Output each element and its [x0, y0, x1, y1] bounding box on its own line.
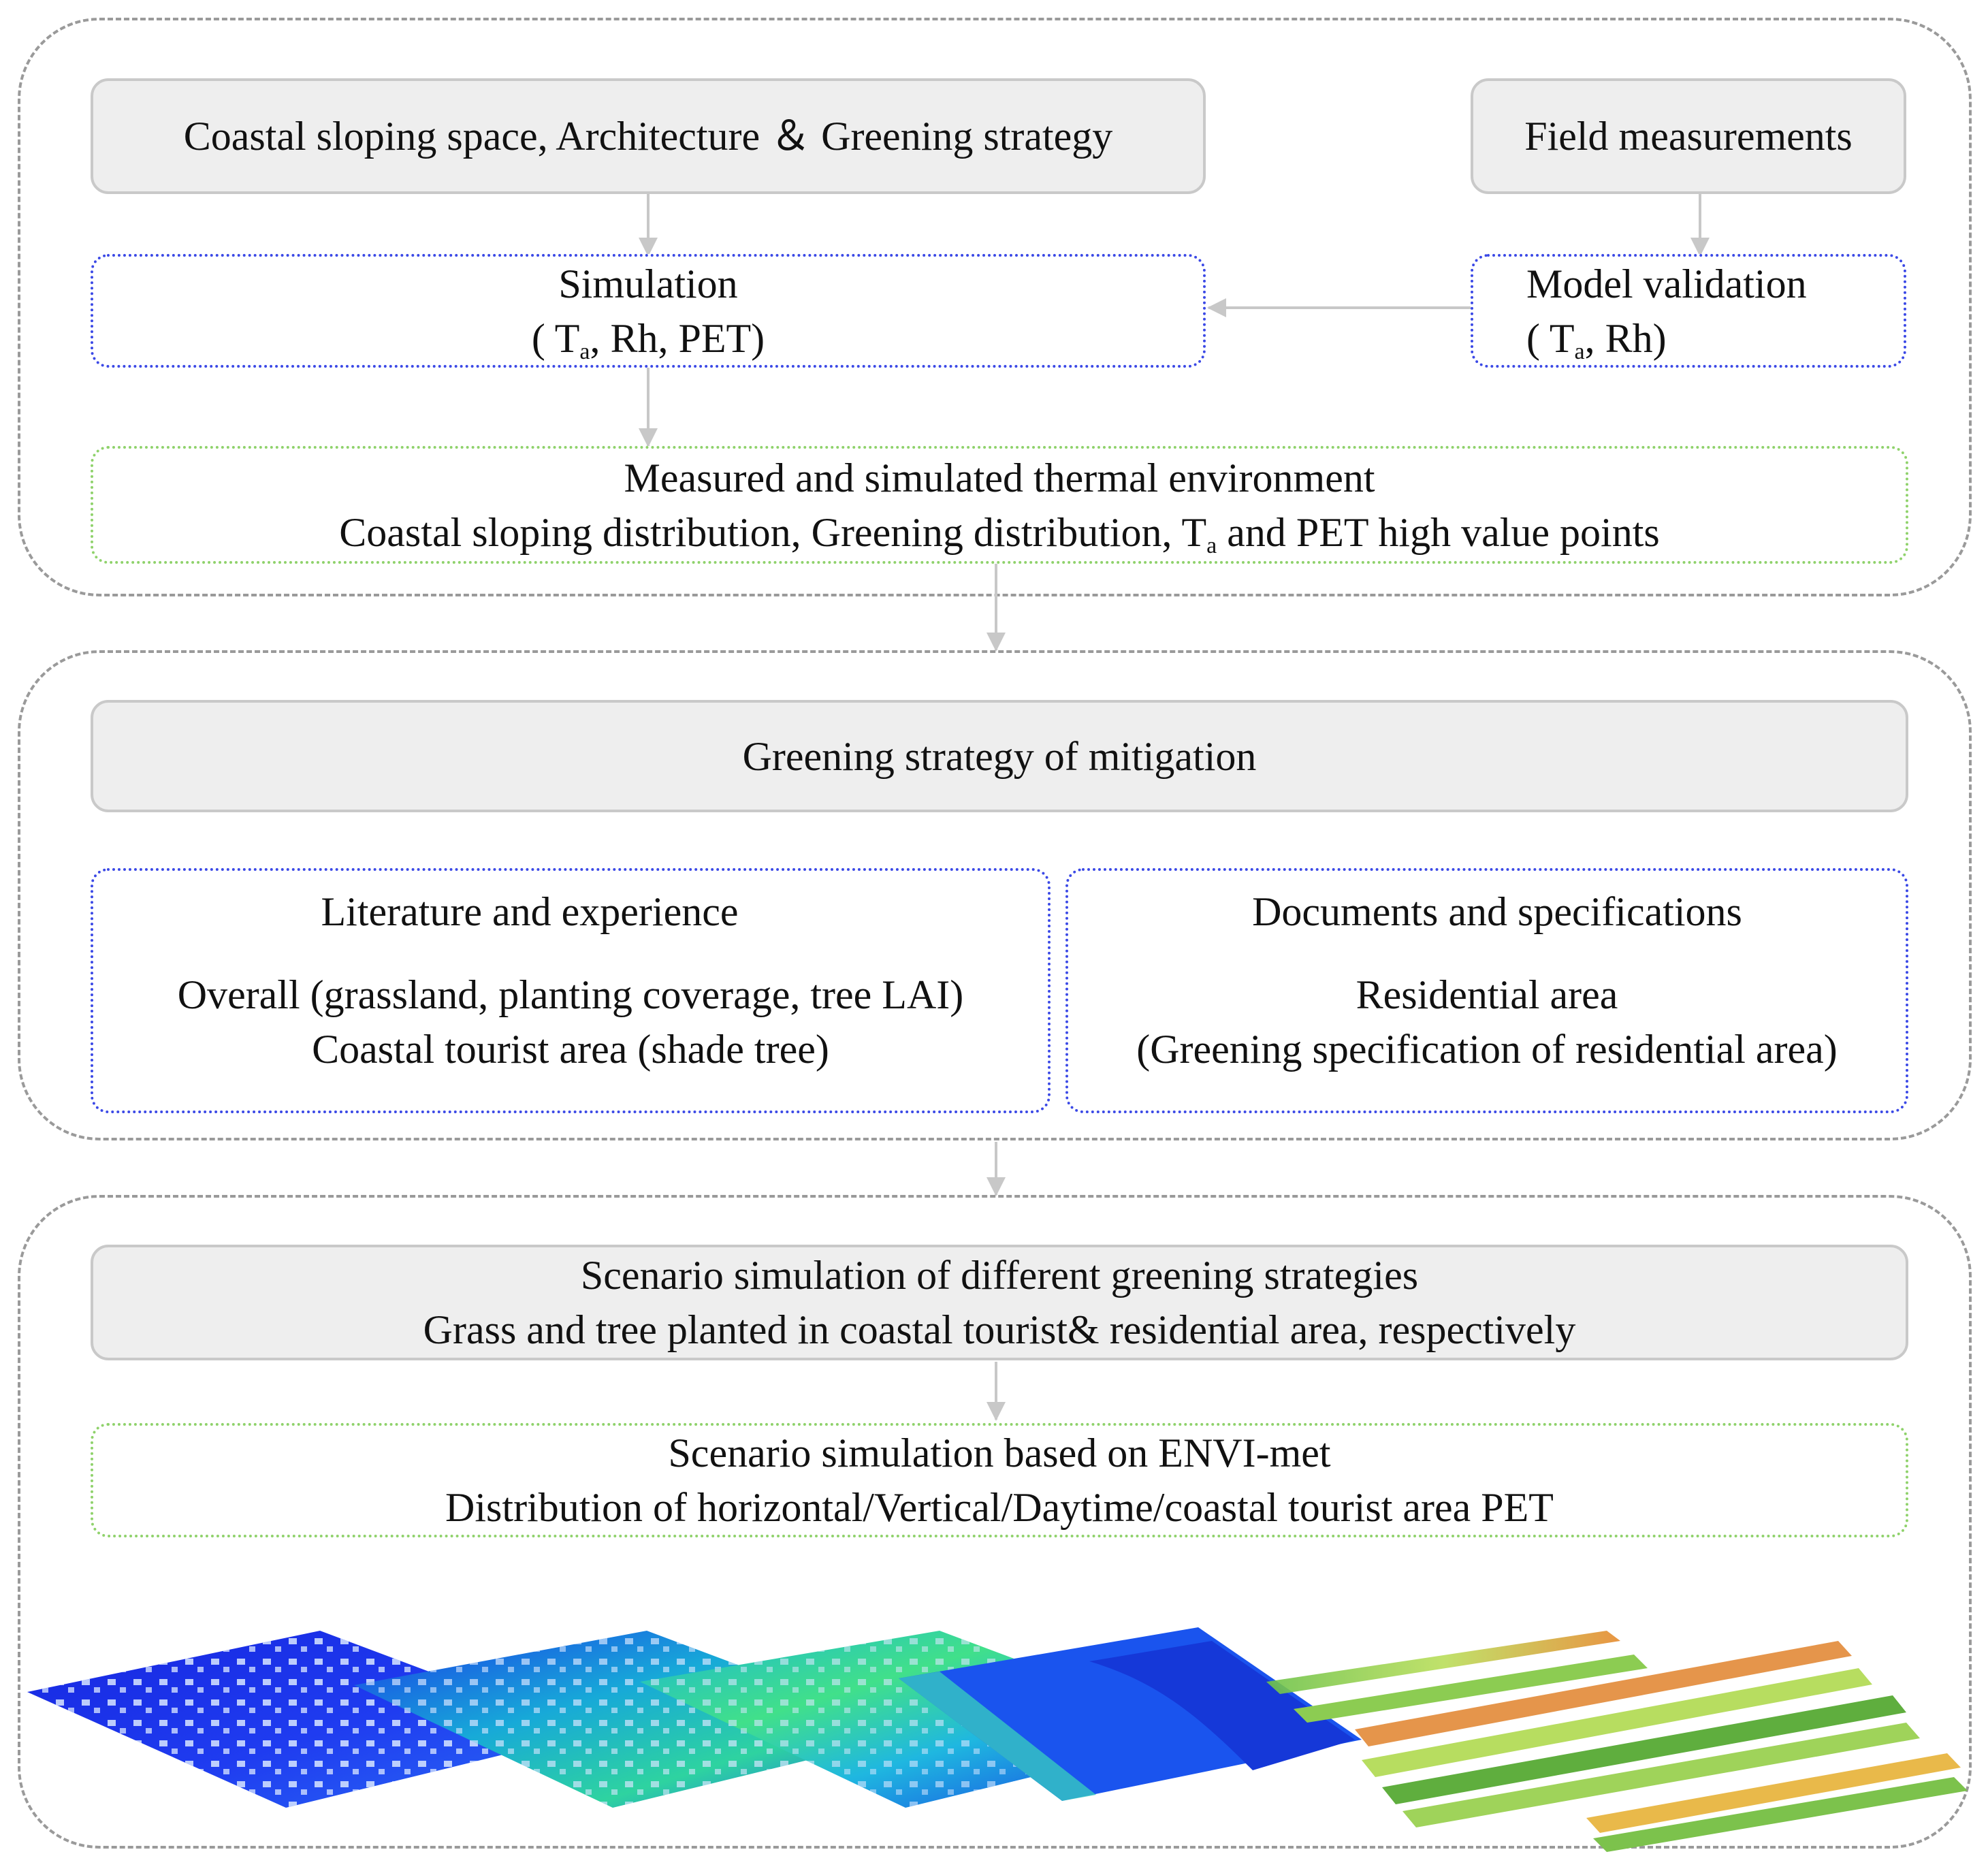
simulation-box: Simulation ( Ta, Rh, PET) — [91, 254, 1206, 368]
literature-line-1: Overall (grassland, planting coverage, t… — [177, 972, 964, 1017]
envimet-simulation-box: Scenario simulation based on ENVI-met Di… — [91, 1423, 1908, 1537]
documents-specifications-box: Documents and specifications Residential… — [1065, 868, 1908, 1113]
literature-title: Literature and experience — [321, 889, 739, 934]
scenario-line-1: Scenario simulation of different greenin… — [580, 1253, 1419, 1298]
model-validation-box: Model validation ( Ta, Rh) — [1471, 254, 1906, 368]
stage-3-section — [18, 1195, 1972, 1849]
scenario-line-2: Grass and tree planted in coastal touris… — [423, 1307, 1576, 1352]
documents-line-1: Residential area — [1356, 972, 1618, 1017]
model-validation-variables: ( Ta, Rh) — [1526, 315, 1667, 364]
documents-title: Documents and specifications — [1252, 889, 1742, 934]
greening-strategy-label: Greening strategy of mitigation — [742, 733, 1257, 779]
result-line-1: Measured and simulated thermal environme… — [624, 455, 1375, 500]
literature-line-2: Coastal tourist area (shade tree) — [312, 1027, 829, 1072]
input-box-coastal-architecture-greening: Coastal sloping space, Architecture ＆ Gr… — [91, 78, 1206, 194]
model-validation-title: Model validation — [1526, 261, 1807, 306]
result-line-2: Coastal sloping distribution, Greening d… — [339, 509, 1660, 558]
greening-strategy-box: Greening strategy of mitigation — [91, 700, 1908, 812]
simulation-title: Simulation — [558, 261, 738, 306]
documents-line-2: (Greening specification of residential a… — [1136, 1027, 1838, 1072]
simulation-variables: ( Ta, Rh, PET) — [531, 315, 765, 364]
thermal-environment-result-box: Measured and simulated thermal environme… — [91, 446, 1908, 564]
literature-experience-box: Literature and experience Overall (grass… — [91, 868, 1051, 1113]
scenario-strategies-box: Scenario simulation of different greenin… — [91, 1245, 1908, 1360]
envimet-line-1: Scenario simulation based on ENVI-met — [668, 1431, 1331, 1475]
stage-2-section — [18, 650, 1972, 1140]
field-measurements-label: Field measurements — [1524, 114, 1853, 159]
field-measurements-box: Field measurements — [1471, 78, 1906, 194]
envimet-line-2: Distribution of horizontal/Vertical/Dayt… — [445, 1485, 1554, 1530]
input-box-label: Coastal sloping space, Architecture ＆ Gr… — [183, 114, 1113, 159]
